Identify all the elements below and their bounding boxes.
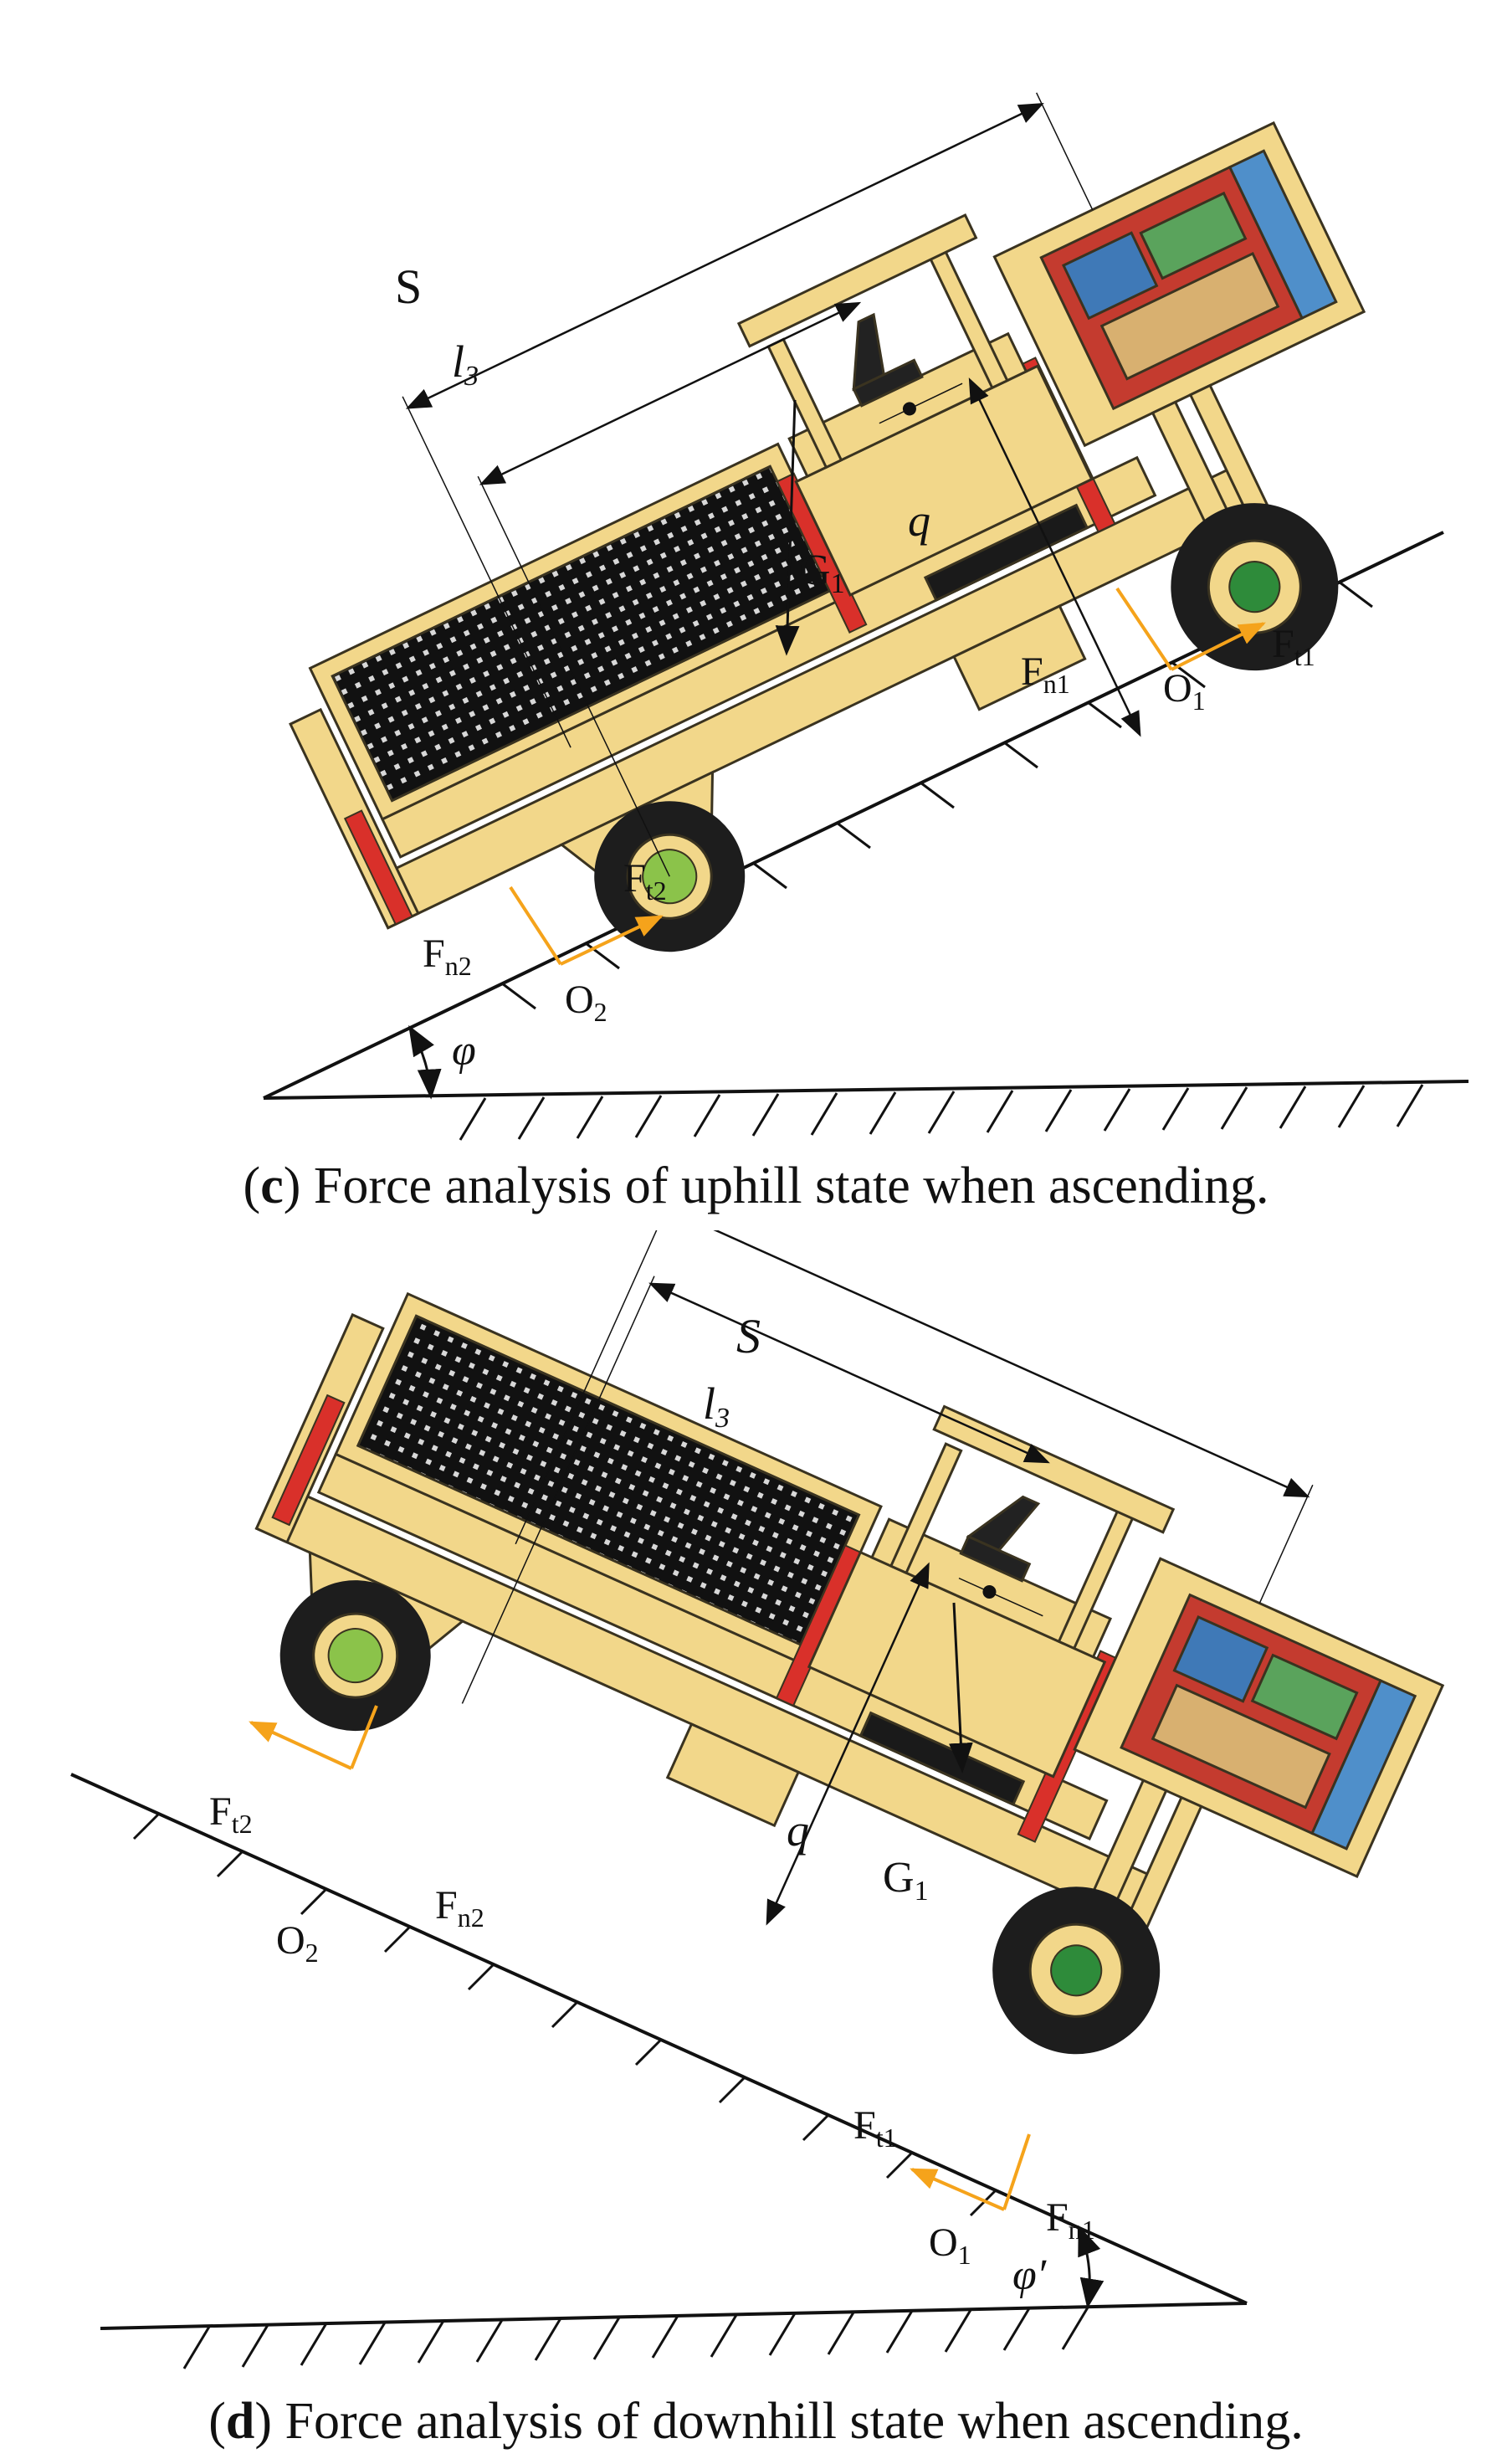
label-fn1: Fn1 — [1046, 2195, 1095, 2245]
downhill-diagram: S l3 q G1 Ft2 O2 Fn2 Ft1 O1 Fn1 φ′ — [70, 1230, 1445, 2369]
label-q: q — [787, 1805, 809, 1856]
panel-c-uphill: S l3 q G1 Fn1 Ft1 O1 Fn2 Ft2 O2 φ (c) Fo… — [0, 0, 1512, 1230]
rear-wheel — [279, 1580, 431, 1732]
vehicle-uphill — [289, 92, 1366, 952]
front-hub — [1228, 561, 1281, 613]
traction-force-ft2 — [560, 915, 664, 966]
engine-compartment — [1073, 1557, 1445, 1878]
slope-line — [70, 1773, 1248, 2305]
center-of-gravity — [879, 382, 963, 424]
uphill-diagram: S l3 q G1 Fn1 Ft1 O1 Fn2 Ft2 O2 φ — [263, 92, 1469, 1141]
front-wheel — [1171, 503, 1339, 671]
normal-force-fn2 — [350, 1705, 378, 1769]
vehicle-downhill — [254, 1230, 1445, 2055]
label-ft2: Ft2 — [623, 856, 667, 906]
dimension-q — [968, 377, 1141, 737]
dimension-q — [766, 1562, 930, 1926]
label-ft1: Ft1 — [1272, 622, 1315, 671]
traction-force-ft2 — [249, 1721, 352, 1770]
gravity-arrow-g1 — [948, 1602, 973, 1774]
label-o2: O2 — [565, 978, 607, 1027]
panel-d-downhill: S l3 q G1 Ft2 O2 Fn2 Ft1 O1 Fn1 φ′ (d) F… — [0, 1230, 1512, 2464]
label-q: q — [908, 495, 930, 546]
ground-base — [100, 2302, 1248, 2369]
caption-c: (c) Force analysis of uphill state when … — [243, 1158, 1269, 1214]
gravity-arrow-g1 — [775, 399, 800, 656]
label-angle: φ — [452, 1027, 476, 1075]
normal-force-fn1 — [1002, 2133, 1031, 2210]
label-ft1: Ft1 — [853, 2103, 897, 2153]
normal-force-fn1 — [1115, 587, 1173, 671]
traction-force-ft1 — [1171, 622, 1266, 671]
engine-compartment — [992, 121, 1366, 448]
label-l3: l3 — [452, 336, 479, 392]
label-o1: O1 — [1163, 666, 1206, 716]
front-hub — [1050, 1944, 1103, 1997]
dimension-l3 — [477, 301, 862, 877]
center-of-gravity — [958, 1577, 1043, 1617]
ground-base — [263, 1080, 1469, 1141]
label-s: S — [736, 1309, 761, 1363]
label-angle: φ′ — [1012, 2251, 1048, 2299]
label-l3: l3 — [703, 1378, 730, 1434]
label-fn2: Fn2 — [423, 932, 472, 981]
roof — [932, 1404, 1176, 1534]
rear-hub — [327, 1628, 383, 1684]
dimension-l3 — [461, 1276, 1050, 1704]
normal-force-fn2 — [509, 886, 562, 966]
label-s: S — [395, 259, 422, 314]
traction-force-ft1 — [910, 2168, 1005, 2211]
label-ft2: Ft2 — [209, 1789, 253, 1839]
angle-arc — [408, 1024, 442, 1100]
label-g1: G1 — [799, 547, 845, 599]
rear-cylinder — [271, 1394, 346, 1527]
front-wheel — [992, 1887, 1161, 2055]
label-fn1: Fn1 — [1021, 649, 1070, 699]
label-o1: O1 — [929, 2220, 971, 2270]
label-fn2: Fn2 — [435, 1883, 484, 1933]
label-o2: O2 — [276, 1918, 319, 1968]
caption-d: (d) Force analysis of downhill state whe… — [208, 2393, 1304, 2450]
label-g1: G1 — [883, 1854, 929, 1907]
rear-cylinder — [343, 809, 413, 926]
angle-arc — [1078, 2225, 1105, 2309]
